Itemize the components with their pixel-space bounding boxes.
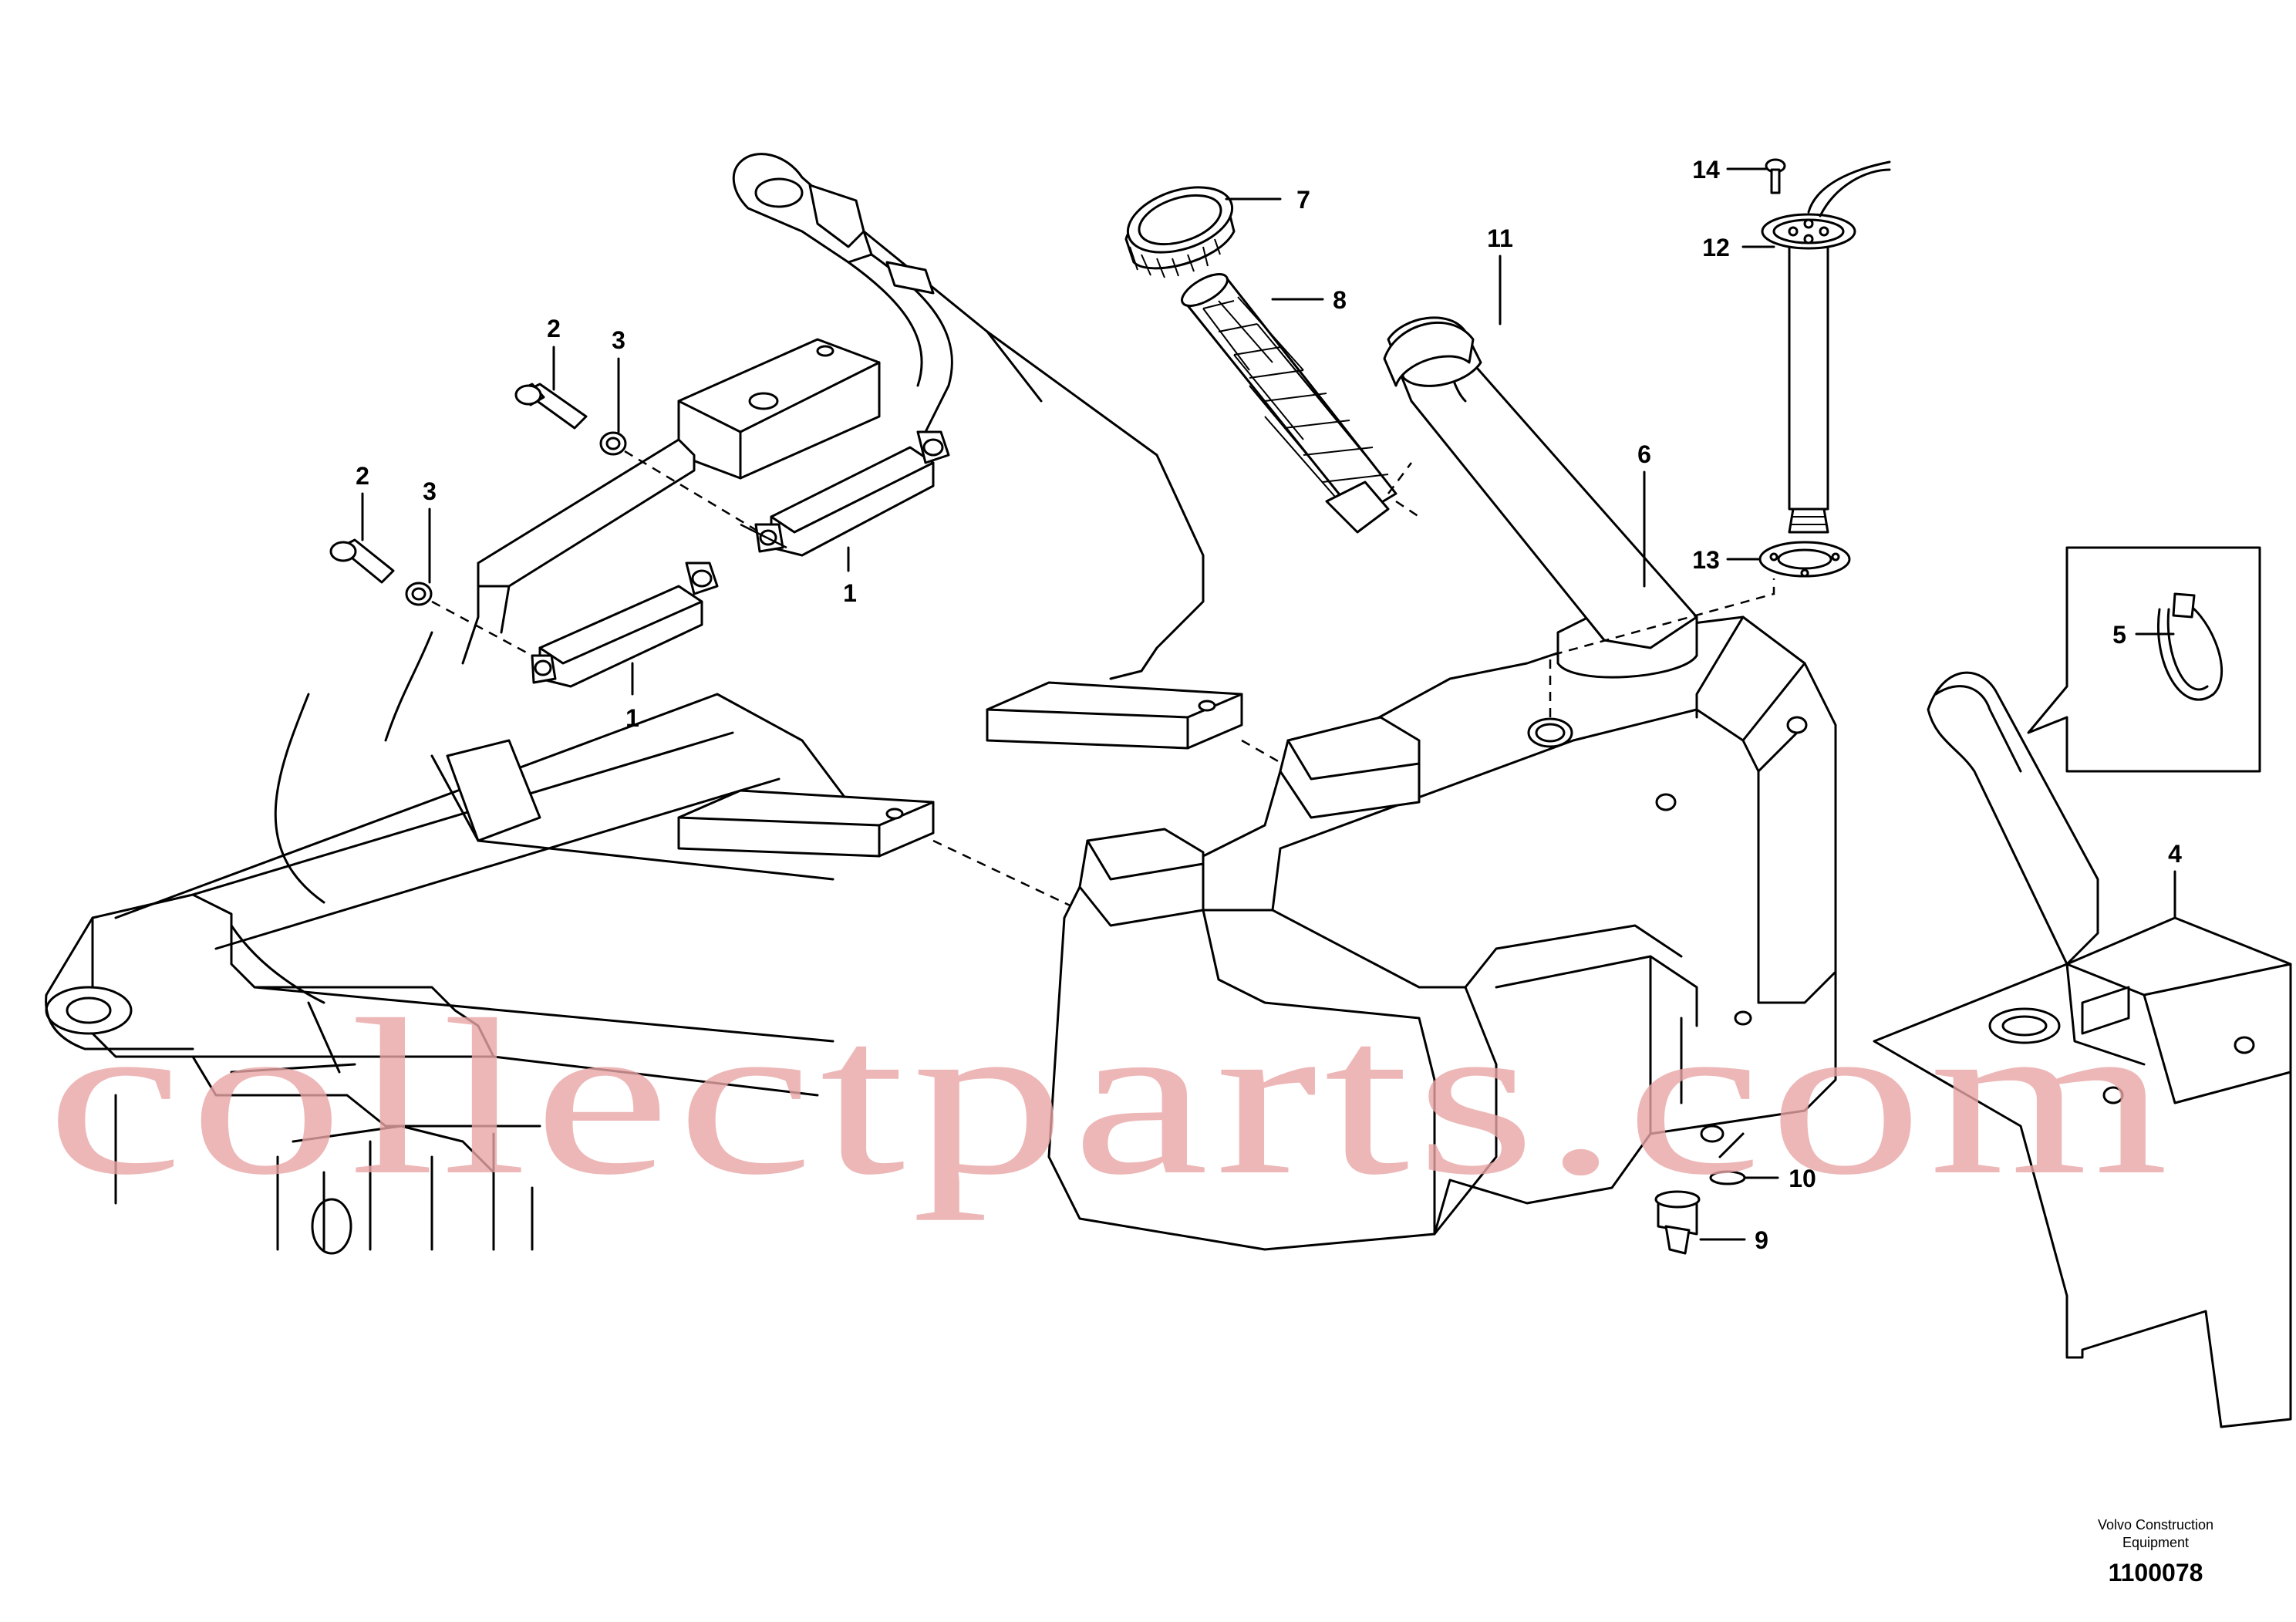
callout-1-lower: 1 [625, 704, 639, 732]
washer-part-3-upper [599, 431, 627, 456]
callout-11: 11 [1487, 224, 1513, 252]
bracket-part-1-lower [531, 561, 719, 688]
callout-13: 13 [1692, 546, 1720, 574]
callout-4: 4 [2168, 840, 2182, 868]
detail-inset [2027, 546, 2261, 773]
callout-7: 7 [1296, 186, 1310, 214]
callout-1-upper: 1 [843, 579, 857, 607]
callout-6: 6 [1637, 440, 1651, 468]
screw-part-14 [1765, 158, 1786, 194]
brand-line-2: Equipment [2122, 1535, 2189, 1550]
callout-8: 8 [1333, 286, 1347, 314]
mounting-bracket-arm [732, 153, 953, 433]
brand-line-1: Volvo Construction [2098, 1517, 2213, 1533]
bracket-part-1-upper [740, 430, 950, 557]
callout-5: 5 [2112, 621, 2126, 649]
callout-3-upper: 3 [612, 326, 625, 354]
callout-14: 14 [1692, 156, 1720, 184]
bolt-part-2-lower [329, 538, 395, 584]
support-pad-lower [677, 789, 935, 858]
gasket-part-13 [1758, 541, 1851, 578]
mounting-block [461, 338, 881, 665]
support-pad-upper [986, 681, 1243, 750]
washer-part-3-lower [405, 582, 433, 606]
bolt-part-2-upper [514, 383, 588, 430]
guard-panel-part-4 [1873, 671, 2292, 1428]
figure-number: 1100078 [2109, 1559, 2203, 1587]
tank-part-6 [1047, 316, 1837, 1251]
callout-10: 10 [1789, 1165, 1816, 1192]
callout-labels: 1 1 2 2 3 3 4 5 6 7 8 9 10 11 12 13 14 [356, 156, 2182, 1254]
callout-leaders [361, 167, 2176, 1241]
callout-9: 9 [1755, 1226, 1768, 1254]
level-sender-part-12 [1761, 160, 1891, 534]
callout-3-lower: 3 [423, 477, 437, 505]
callout-12: 12 [1702, 234, 1730, 261]
watermark-text: collectparts.com [46, 973, 2175, 1221]
callout-2-upper: 2 [547, 315, 561, 342]
cable-tie-part-5 [2157, 592, 2224, 701]
strainer-part-8 [1181, 273, 1397, 534]
filler-pipe-part-11 [1383, 322, 1475, 387]
machine-frame [45, 230, 1205, 1255]
figure-footer: Volvo Construction Equipment 1100078 [2098, 1517, 2213, 1587]
drain-plug-part-9 [1654, 1190, 1701, 1255]
filler-cap-part-7 [1124, 186, 1236, 278]
callout-2-lower: 2 [356, 462, 369, 490]
